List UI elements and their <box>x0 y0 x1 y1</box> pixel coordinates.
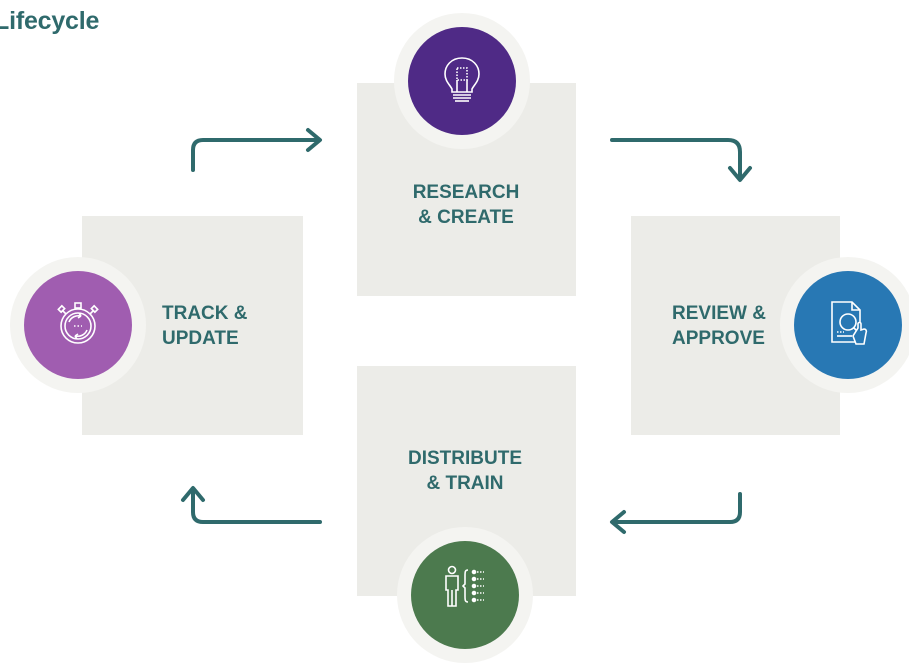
stopwatch-icon <box>53 298 103 353</box>
arrowhead-distribute-to-track <box>181 486 205 502</box>
person-training-icon <box>440 562 490 617</box>
stage-disc-distribute <box>411 541 519 649</box>
document-review-icon <box>824 298 872 353</box>
stage-disc-review <box>794 271 902 379</box>
arrowhead-track-to-research <box>306 128 322 152</box>
stage-label-review: REVIEW & APPROVE <box>672 303 766 349</box>
stage-label-track: TRACK & UPDATE <box>162 303 248 349</box>
arrow-track-to-research <box>191 138 320 172</box>
stage-label-distribute: DISTRIBUTE & TRAIN <box>408 448 522 494</box>
lightbulb-icon <box>439 54 485 109</box>
arrow-review-to-distribute <box>612 492 742 524</box>
stage-disc-track <box>24 271 132 379</box>
stage-disc-research <box>408 27 516 135</box>
arrowhead-review-to-distribute <box>610 510 626 534</box>
stage-label-research: RESEARCH & CREATE <box>412 182 520 228</box>
arrow-distribute-to-track <box>191 488 322 524</box>
arrowhead-research-to-review <box>728 166 752 182</box>
arrow-research-to-review <box>610 138 742 180</box>
page-title: Lifecycle <box>0 7 100 35</box>
